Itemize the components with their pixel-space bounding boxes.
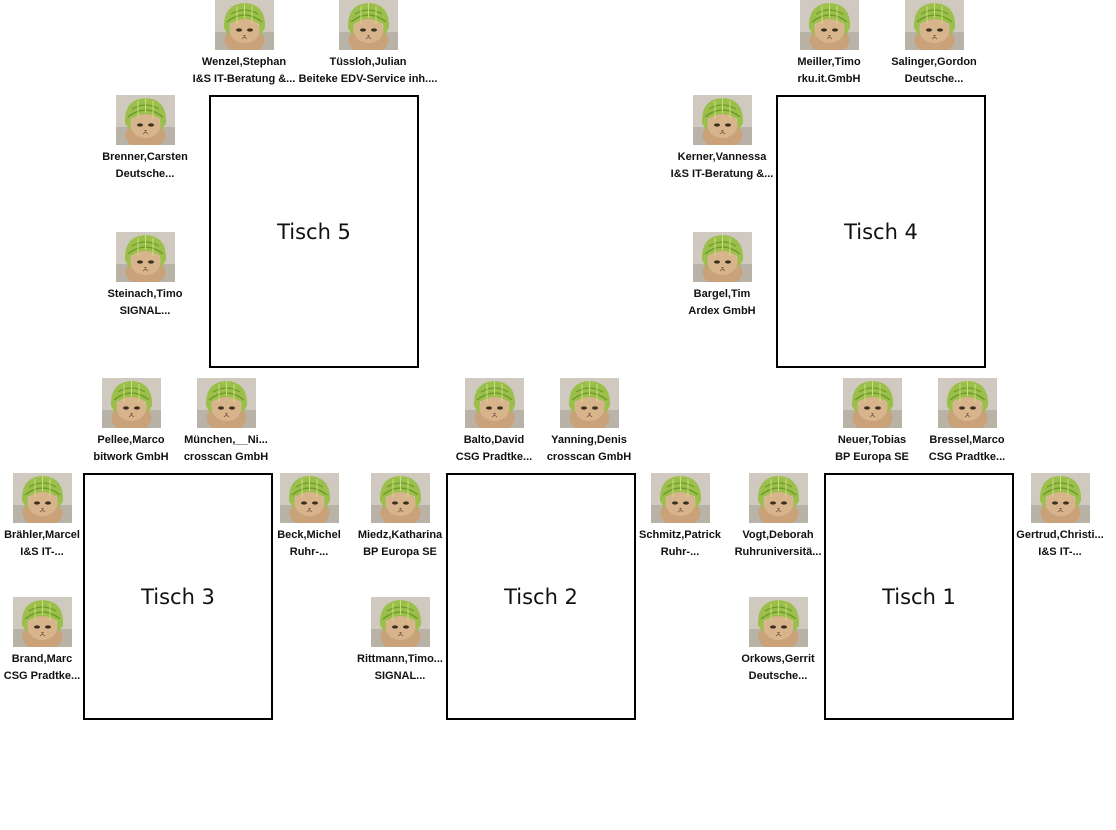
- seat-card[interactable]: Orkows,Gerrit Deutsche...: [703, 597, 853, 685]
- person-name: Bargel,Tim: [693, 288, 751, 300]
- avatar: [748, 473, 808, 523]
- seat-card[interactable]: Kerner,Vannessa I&S IT-Beratung &...: [647, 95, 797, 183]
- person-name: Orkows,Gerrit: [741, 653, 815, 665]
- person-name: Miedz,Katharina: [357, 529, 443, 541]
- person-company: SIGNAL...: [119, 305, 171, 317]
- person-company: Deutsche...: [904, 73, 964, 85]
- seat-card[interactable]: Brand,Marc CSG Pradtke...: [0, 597, 117, 685]
- person-name: Brenner,Carsten: [102, 151, 188, 163]
- person-company: Deutsche...: [115, 168, 175, 180]
- avatar: [115, 95, 175, 145]
- person-name: Brähler,Marcel: [4, 529, 80, 541]
- table-5[interactable]: Tisch 5: [209, 95, 419, 368]
- seat-card[interactable]: Miedz,Katharina BP Europa SE: [325, 473, 475, 561]
- person-name: München,__Ni...: [184, 434, 268, 446]
- seat-card[interactable]: Pellee,Marco bitwork GmbH: [56, 378, 206, 466]
- person-company: Ardex GmbH: [688, 305, 756, 317]
- seat-card[interactable]: Brähler,Marcel I&S IT-...: [0, 473, 117, 561]
- avatar: [904, 0, 964, 50]
- seat-card[interactable]: Steinach,Timo SIGNAL...: [70, 232, 220, 320]
- avatar: [115, 232, 175, 282]
- avatar: [338, 0, 398, 50]
- seat-card[interactable]: Yanning,Denis crosscan GmbH: [514, 378, 664, 466]
- table-label: Tisch 4: [844, 219, 918, 244]
- person-company: I&S IT-Beratung &...: [670, 168, 774, 180]
- person-name: Brand,Marc: [11, 653, 73, 665]
- seat-card[interactable]: München,__Ni... crosscan GmbH: [151, 378, 301, 466]
- person-name: Tüssloh,Julian: [329, 56, 407, 68]
- person-company: CSG Pradtke...: [3, 670, 81, 682]
- table-3[interactable]: Tisch 3: [83, 473, 273, 720]
- table-4[interactable]: Tisch 4: [776, 95, 986, 368]
- avatar: [101, 378, 161, 428]
- avatar: [692, 95, 752, 145]
- person-company: BP Europa SE: [363, 546, 437, 558]
- person-name: Yanning,Denis: [551, 434, 627, 446]
- person-company: Deutsche...: [748, 670, 808, 682]
- seat-card[interactable]: Wenzel,Stephan I&S IT-Beratung &...: [169, 0, 319, 88]
- avatar: [748, 597, 808, 647]
- person-company: crosscan GmbH: [183, 451, 269, 463]
- avatar: [842, 378, 902, 428]
- avatar: [1030, 473, 1090, 523]
- avatar: [370, 597, 430, 647]
- seat-card[interactable]: Tüssloh,Julian Beiteke EDV-Service inh..…: [293, 0, 443, 88]
- avatar: [214, 0, 274, 50]
- person-name: Bressel,Marco: [929, 434, 1005, 446]
- person-name: Vogt,Deborah: [742, 529, 814, 541]
- avatar: [692, 232, 752, 282]
- seat-card[interactable]: Vogt,Deborah Ruhruniversitä...: [703, 473, 853, 561]
- avatar: [12, 473, 72, 523]
- table-1[interactable]: Tisch 1: [824, 473, 1014, 720]
- seat-card[interactable]: Neuer,Tobias BP Europa SE: [797, 378, 947, 466]
- person-name: Rittmann,Timo...: [357, 653, 443, 665]
- table-label: Tisch 5: [277, 219, 351, 244]
- avatar: [196, 378, 256, 428]
- avatar: [650, 473, 710, 523]
- seat-card[interactable]: Balto,David CSG Pradtke...: [419, 378, 569, 466]
- table-label: Tisch 3: [141, 584, 215, 609]
- seat-card[interactable]: Meiller,Timo rku.it.GmbH: [754, 0, 904, 88]
- seat-card[interactable]: Bressel,Marco CSG Pradtke...: [892, 378, 1042, 466]
- table-label: Tisch 1: [882, 584, 956, 609]
- seat-card[interactable]: Brenner,Carsten Deutsche...: [70, 95, 220, 183]
- person-company: Ruhruniversitä...: [734, 546, 822, 558]
- seat-card[interactable]: Salinger,Gordon Deutsche...: [859, 0, 1009, 88]
- avatar: [370, 473, 430, 523]
- person-name: Salinger,Gordon: [891, 56, 977, 68]
- person-company: I&S IT-...: [20, 546, 64, 558]
- person-name: Kerner,Vannessa: [677, 151, 767, 163]
- seat-card[interactable]: Rittmann,Timo... SIGNAL...: [325, 597, 475, 685]
- avatar: [799, 0, 859, 50]
- person-company: SIGNAL...: [374, 670, 426, 682]
- avatar: [279, 473, 339, 523]
- person-company: crosscan GmbH: [546, 451, 632, 463]
- seat-card[interactable]: Gertrud,Christi... I&S IT-...: [985, 473, 1116, 561]
- avatar: [559, 378, 619, 428]
- seat-card[interactable]: Bargel,Tim Ardex GmbH: [647, 232, 797, 320]
- avatar: [937, 378, 997, 428]
- avatar: [12, 597, 72, 647]
- person-name: Steinach,Timo: [107, 288, 183, 300]
- avatar: [464, 378, 524, 428]
- seat-card[interactable]: Schmitz,Patrick Ruhr-...: [605, 473, 755, 561]
- person-company: Beiteke EDV-Service inh....: [298, 73, 438, 85]
- table-label: Tisch 2: [504, 584, 578, 609]
- seat-card[interactable]: Beck,Michel Ruhr-...: [234, 473, 384, 561]
- person-company: I&S IT-...: [1038, 546, 1082, 558]
- person-name: Gertrud,Christi...: [1016, 529, 1104, 541]
- table-2[interactable]: Tisch 2: [446, 473, 636, 720]
- person-company: CSG Pradtke...: [928, 451, 1006, 463]
